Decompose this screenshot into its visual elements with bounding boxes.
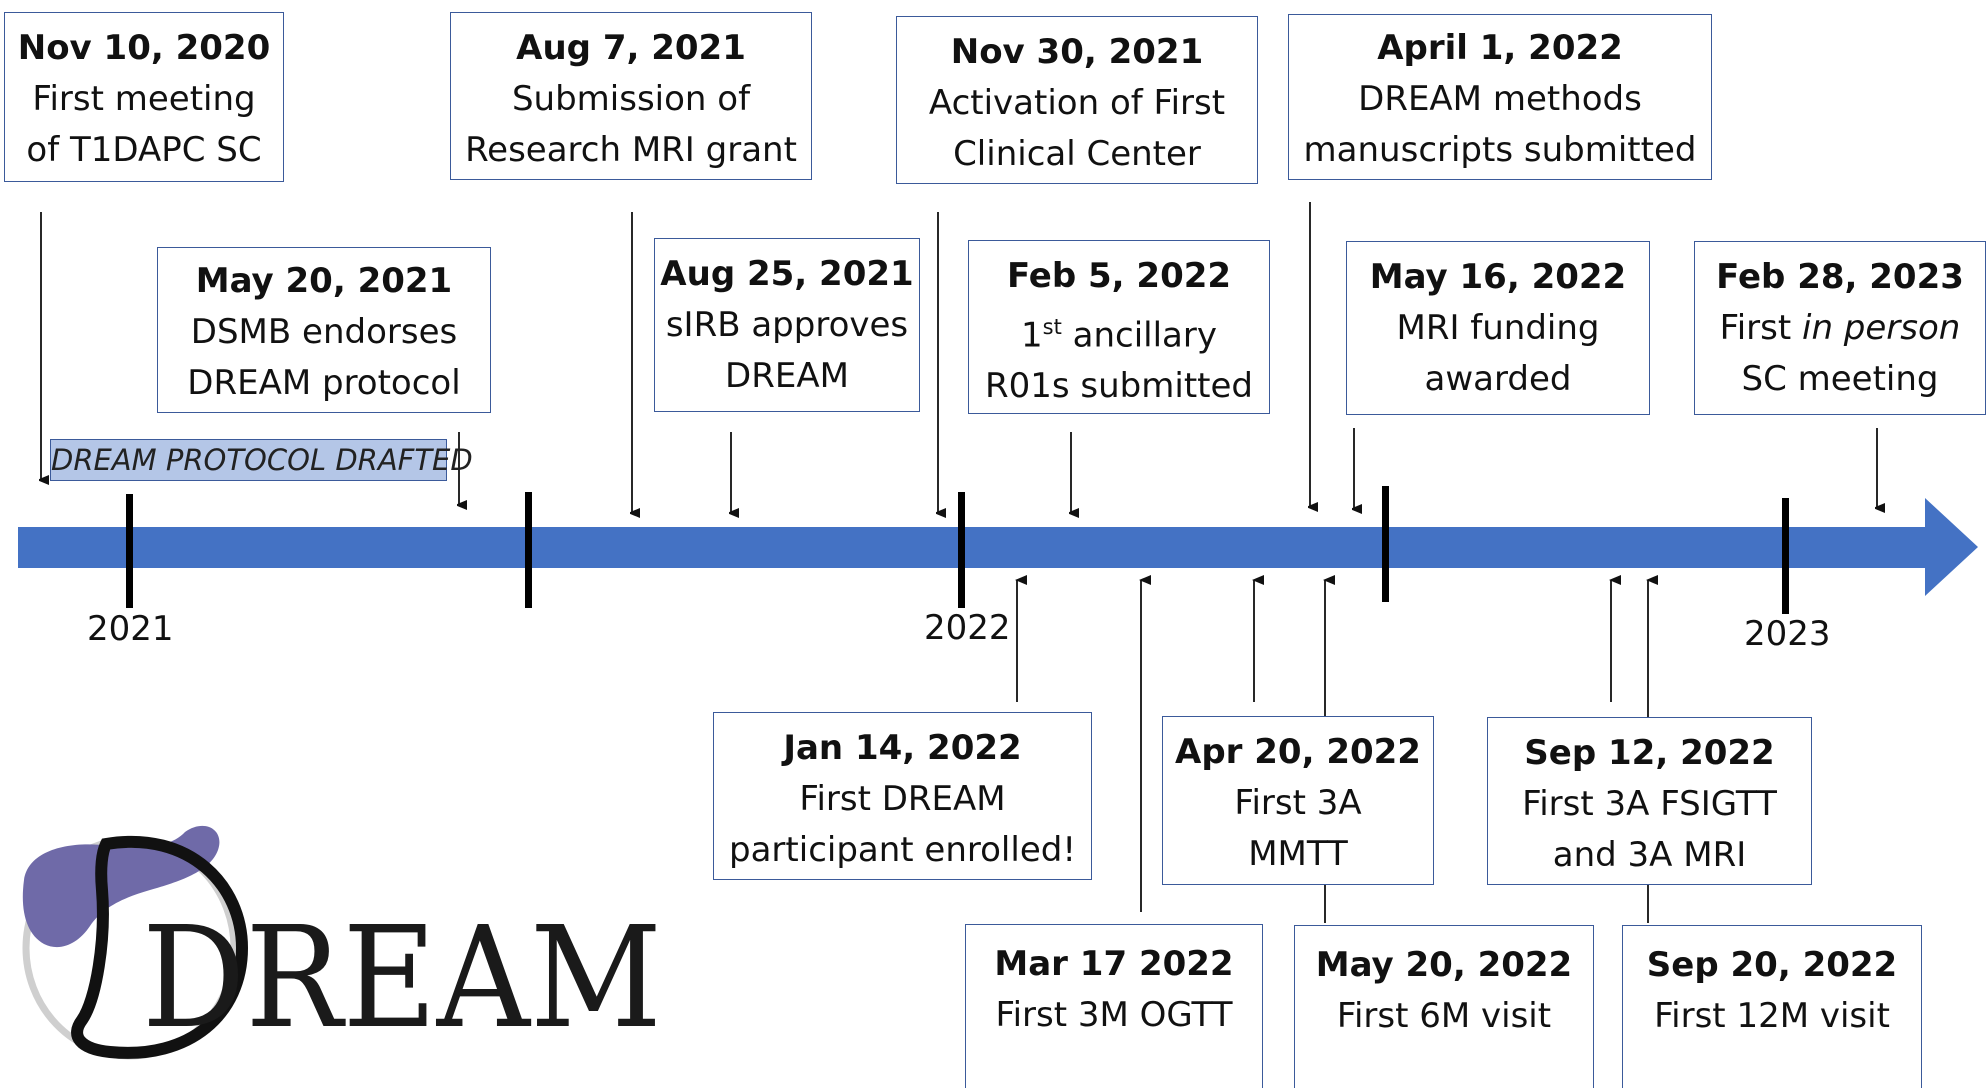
event-text-pre: First — [1719, 308, 1802, 348]
event-feb-28-2023: Feb 28, 2023 First in person SC meeting — [1694, 241, 1986, 415]
dream-logo: DREAM — [22, 825, 662, 1060]
event-text: SC meeting — [1741, 359, 1939, 399]
event-text: Activation of First — [928, 83, 1226, 123]
event-nov-30-2021: Nov 30, 2021 Activation of First Clinica… — [896, 16, 1258, 184]
event-feb-5-2022: Feb 5, 2022 1st ancillary R01s submitted — [968, 240, 1270, 414]
event-text: First DREAM — [799, 779, 1006, 819]
event-date: May 20, 2022 — [1315, 945, 1573, 985]
event-text: DSMB endorses — [190, 312, 458, 352]
event-text: Research MRI grant — [465, 130, 797, 170]
event-text: First 6M visit — [1336, 996, 1552, 1036]
event-may-20-2021: May 20, 2021 DSMB endorses DREAM protoco… — [157, 247, 491, 413]
event-date: Apr 20, 2022 — [1175, 732, 1421, 772]
event-text: First in person — [1695, 303, 1985, 354]
event-date: Nov 10, 2020 — [17, 28, 271, 68]
event-text: Submission of — [511, 79, 751, 119]
year-label-2023: 2023 — [1744, 614, 1831, 654]
tick-mid-2021 — [525, 492, 532, 608]
event-text: DREAM protocol — [187, 363, 461, 403]
event-jan-14-2022: Jan 14, 2022 First DREAM participant enr… — [713, 712, 1092, 880]
event-date: April 1, 2022 — [1377, 28, 1623, 68]
year-label-2022: 2022 — [924, 608, 1011, 648]
event-text: of T1DAPC SC — [26, 130, 262, 170]
event-text-italic: in person — [1802, 308, 1961, 348]
event-date: May 16, 2022 — [1369, 257, 1627, 297]
event-date: Feb 5, 2022 — [1006, 256, 1232, 296]
event-text: MRI funding — [1396, 308, 1600, 348]
event-text: R01s submitted — [985, 366, 1253, 407]
event-text: First 3A FSIGTT — [1522, 784, 1777, 824]
ordinal-number: 1 — [1021, 315, 1043, 356]
event-date: Sep 20, 2022 — [1646, 945, 1898, 985]
logo-pancreas-shape — [22, 825, 220, 948]
event-text: awarded — [1424, 359, 1572, 399]
event-text-rest: ancillary — [1061, 315, 1217, 356]
timeline-arrow — [18, 498, 1978, 596]
year-label-2021: 2021 — [87, 609, 174, 649]
event-date: Aug 25, 2021 — [660, 254, 914, 294]
event-sep-20-2022: Sep 20, 2022 First 12M visit — [1622, 925, 1922, 1088]
event-text: DREAM methods — [1358, 79, 1642, 119]
event-date: Feb 28, 2023 — [1716, 257, 1964, 297]
event-sep-12-2022: Sep 12, 2022 First 3A FSIGTT and 3A MRI — [1487, 717, 1812, 885]
event-date: Nov 30, 2021 — [950, 32, 1204, 72]
tick-2021 — [126, 494, 133, 608]
event-text: First 3A — [1234, 783, 1362, 823]
event-text: DREAM — [725, 356, 849, 396]
event-text: First 3M OGTT — [995, 995, 1233, 1035]
event-date: Jan 14, 2022 — [783, 728, 1022, 768]
logo-letter-d — [71, 835, 249, 1059]
logo-text: DREAM — [142, 897, 662, 1060]
ordinal-suffix: st — [1042, 315, 1062, 339]
event-aug-25-2021: Aug 25, 2021 sIRB approves DREAM — [654, 238, 920, 412]
tick-mid-2022 — [1382, 486, 1389, 602]
event-date: Sep 12, 2022 — [1524, 733, 1775, 773]
event-date: May 20, 2021 — [195, 261, 453, 301]
event-date: Aug 7, 2021 — [516, 28, 746, 68]
event-april-1-2022: April 1, 2022 DREAM methods manuscripts … — [1288, 14, 1712, 180]
event-nov-10-2020: Nov 10, 2020 First meeting of T1DAPC SC — [4, 12, 284, 182]
event-text: manuscripts submitted — [1303, 130, 1697, 170]
event-text: MMTT — [1248, 834, 1348, 874]
event-text: 1st ancillary — [969, 302, 1269, 361]
tick-2022 — [958, 492, 965, 608]
event-mar-17-2022: Mar 17 2022 First 3M OGTT — [965, 924, 1263, 1088]
event-text: First 12M visit — [1654, 996, 1890, 1036]
event-text: Clinical Center — [953, 134, 1201, 174]
event-text: First meeting — [32, 79, 256, 119]
event-aug-7-2021: Aug 7, 2021 Submission of Research MRI g… — [450, 12, 812, 180]
event-text: and 3A MRI — [1552, 835, 1747, 875]
event-may-16-2022: May 16, 2022 MRI funding awarded — [1346, 241, 1650, 415]
tick-2023 — [1782, 498, 1789, 614]
event-text: sIRB approves — [665, 305, 909, 345]
event-text: participant enrolled! — [729, 830, 1076, 870]
protocol-drafted-banner: DREAM PROTOCOL DRAFTED — [50, 439, 473, 481]
event-may-20-2022: May 20, 2022 First 6M visit — [1294, 925, 1594, 1088]
event-date: Mar 17 2022 — [994, 944, 1234, 984]
event-apr-20-2022: Apr 20, 2022 First 3A MMTT — [1162, 716, 1434, 885]
